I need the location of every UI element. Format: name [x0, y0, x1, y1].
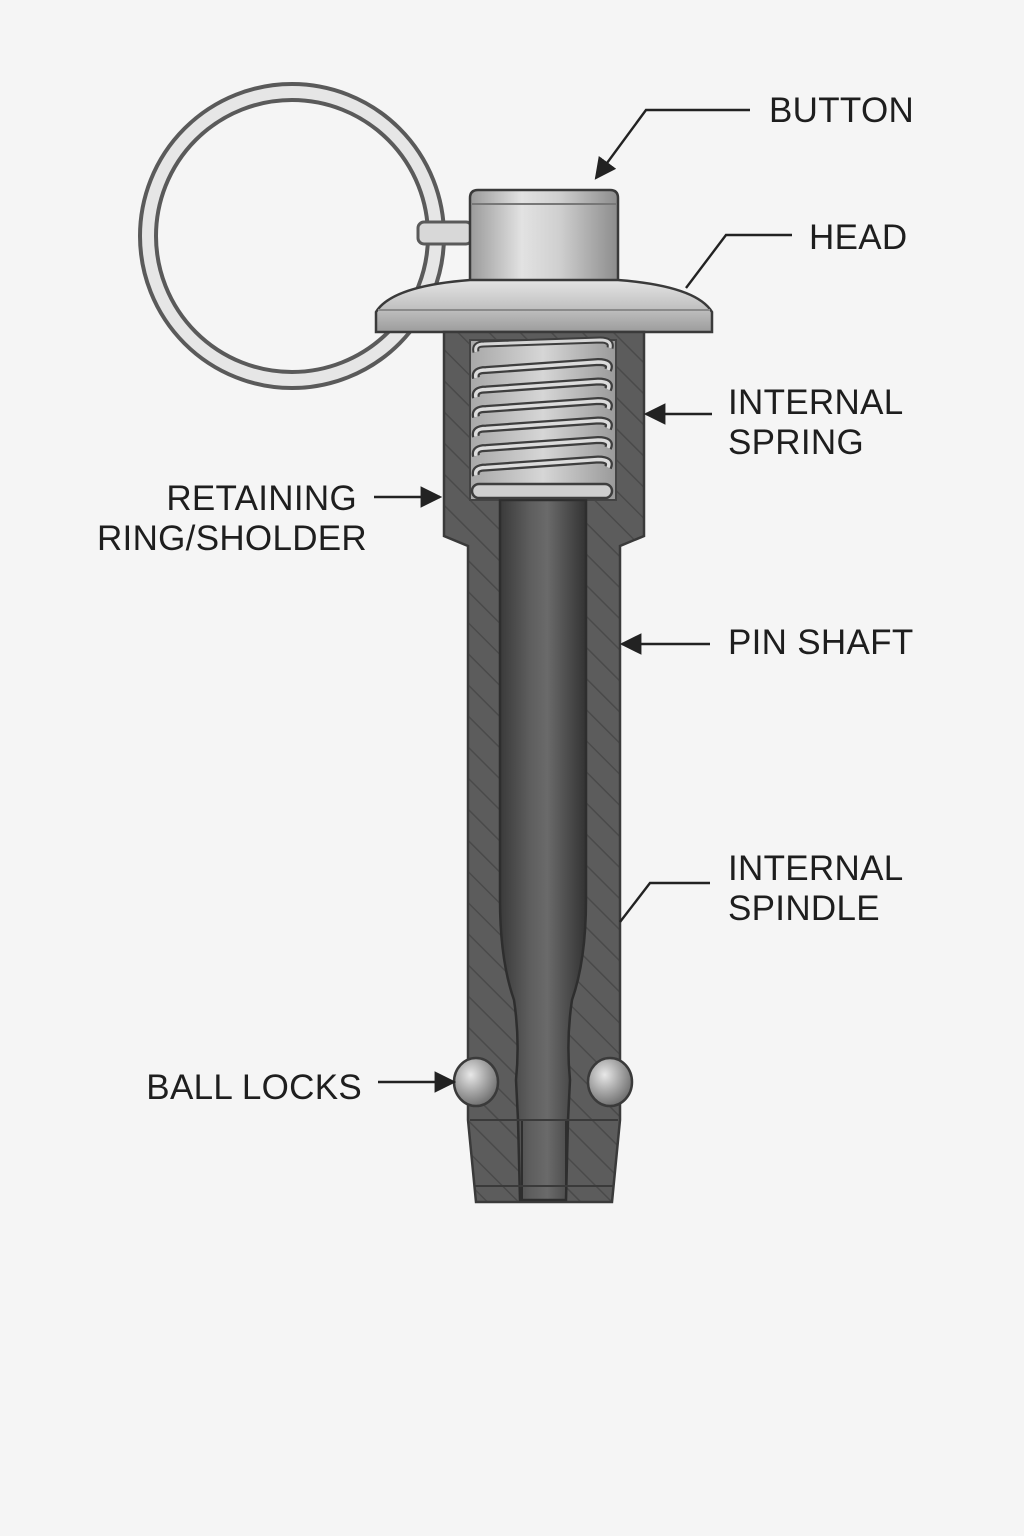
spring-coil-highlight: [473, 379, 611, 398]
internal-spring-label-line2: SPRING: [728, 423, 864, 462]
ball-locks-part: [452, 1056, 634, 1108]
internal-spindle-label-line1: INTERNAL: [728, 849, 904, 888]
head-part: [374, 278, 714, 334]
pin-tip: [470, 1119, 618, 1187]
button-label: BUTTON: [769, 91, 914, 130]
head-leader: [685, 233, 792, 289]
pull-ring: [138, 82, 474, 390]
spring-coil-highlight: [473, 438, 611, 457]
button-part: [468, 188, 620, 286]
spring-coil-highlight: [473, 418, 611, 437]
spring-coil-highlight: [473, 457, 611, 476]
internal-spindle-label-line2: SPINDLE: [728, 889, 880, 928]
internal-spring-label-line1: INTERNAL: [728, 383, 904, 422]
internal-spring-part: [470, 336, 614, 500]
spring-coil-highlight: [473, 360, 611, 379]
callout-labels: BUTTON HEAD INTERNAL SPRING RETAINING RI…: [97, 91, 914, 1107]
pin-shaft-label: PIN SHAFT: [728, 623, 914, 662]
retaining-ring-label-line1: RETAINING: [166, 479, 357, 518]
leader-lines: [374, 108, 792, 1093]
internal-spindle-leader: [619, 881, 710, 923]
retaining-ring: [470, 482, 614, 500]
ball-locks-label: BALL LOCKS: [146, 1068, 362, 1107]
spring-coil-highlight: [473, 399, 611, 418]
retaining-ring-label-line2: RING/SHOLDER: [97, 519, 367, 558]
button-leader: [594, 108, 750, 180]
head-label: HEAD: [809, 218, 907, 257]
ring-link: [416, 220, 474, 246]
